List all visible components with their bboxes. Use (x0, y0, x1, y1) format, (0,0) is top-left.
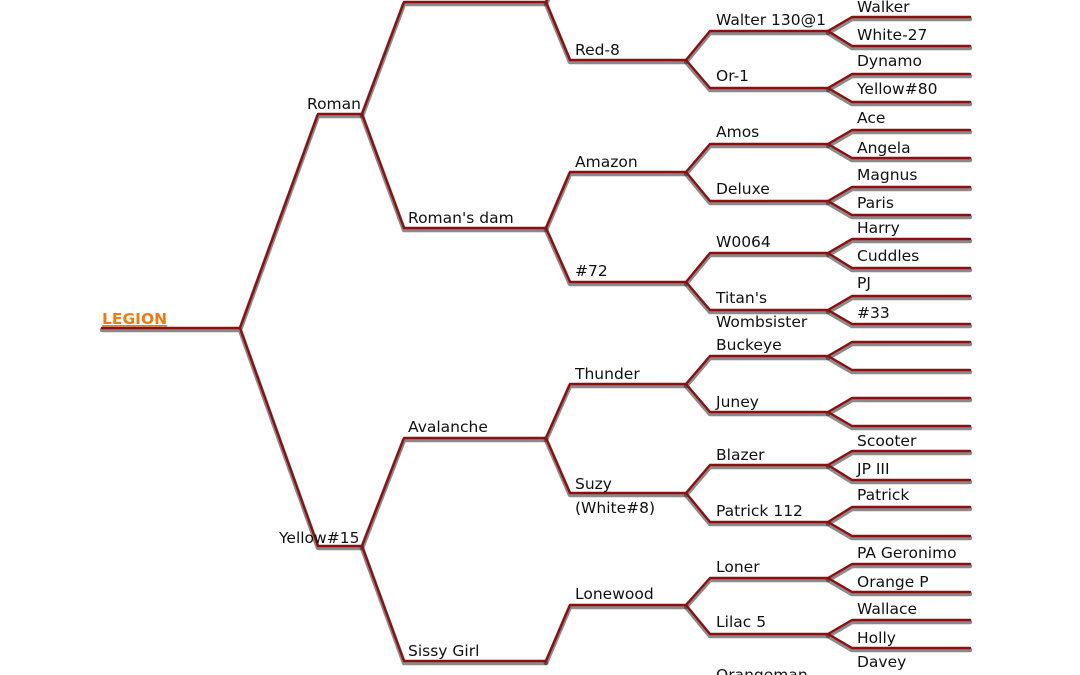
gen5-patrick[interactable]: Patrick (857, 486, 909, 504)
gen5-33[interactable]: #33 (857, 304, 890, 322)
connector-gen1 (359, 0, 549, 666)
gen5-angela[interactable]: Angela (857, 139, 911, 157)
connector-subject (99, 112, 365, 551)
dam-sire-dam-name-line1[interactable]: Suzy (575, 475, 612, 493)
sire-dam-name[interactable]: Roman's dam (408, 209, 514, 227)
connector-gen4 (825, 15, 973, 653)
dam-name[interactable]: Yellow#15 (278, 529, 359, 547)
gen5-pj[interactable]: PJ (857, 274, 871, 292)
sds-sire-name[interactable]: Amos (716, 123, 759, 141)
gen5-yellow80[interactable]: Yellow#80 (856, 80, 937, 98)
gen5-dynamo[interactable]: Dynamo (857, 52, 922, 70)
sdd-dam-name-line2[interactable]: Wombsister (716, 313, 808, 331)
gen5-holly[interactable]: Holly (857, 629, 896, 647)
dss-sire-name[interactable]: Buckeye (716, 336, 782, 354)
gen5-magnus[interactable]: Magnus (857, 166, 917, 184)
ssd-dam-name[interactable]: Or-1 (716, 67, 749, 85)
dam-sire-sire-name[interactable]: Thunder (574, 365, 640, 383)
pedigree-labels: LEGION Roman Yellow#15 Roman's dam Avala… (102, 0, 957, 675)
dsd-dam-name[interactable]: Patrick 112 (716, 502, 803, 520)
connector-gen2 (543, 0, 689, 666)
sds-dam-name[interactable]: Deluxe (716, 180, 770, 198)
dds-dam-name[interactable]: Lilac 5 (716, 613, 766, 631)
gen5-scooter[interactable]: Scooter (857, 432, 917, 450)
gen5-cuddles[interactable]: Cuddles (857, 247, 919, 265)
gen5-wallace[interactable]: Wallace (857, 600, 917, 618)
dsd-sire-name[interactable]: Blazer (716, 446, 765, 464)
sire-dam-sire-name[interactable]: Amazon (575, 153, 638, 171)
gen5-harry[interactable]: Harry (857, 219, 900, 237)
gen5-davey[interactable]: Davey (857, 653, 906, 671)
gen5-white-27[interactable]: White-27 (857, 26, 927, 44)
sire-name[interactable]: Roman (307, 95, 361, 113)
dam-sire-dam-name-line2[interactable]: (White#8) (575, 499, 655, 517)
gen5-jp-iii[interactable]: JP III (856, 460, 890, 478)
dam-dam-name[interactable]: Sissy Girl (408, 642, 479, 660)
connector-gen3 (683, 29, 831, 639)
gen5-orange-p[interactable]: Orange P (857, 573, 929, 591)
gen5-walker[interactable]: Walker (857, 0, 910, 16)
dds-sire-name[interactable]: Loner (716, 558, 760, 576)
dam-sire-name[interactable]: Avalanche (408, 418, 488, 436)
ddd-sire-name[interactable]: Orangeman (716, 666, 808, 675)
gen5-paris[interactable]: Paris (857, 194, 894, 212)
sdd-dam-name-line1[interactable]: Titan's (715, 289, 767, 307)
sire-sire-dam-name[interactable]: Red-8 (575, 41, 620, 59)
subject-name[interactable]: LEGION (102, 310, 167, 328)
gen5-pa-geronimo[interactable]: PA Geronimo (857, 544, 957, 562)
pedigree-connectors (99, 0, 973, 666)
sire-dam-dam-name[interactable]: #72 (575, 262, 608, 280)
ssd-sire-name[interactable]: Walter 130@1 (716, 11, 826, 29)
sdd-sire-name[interactable]: W0064 (716, 233, 771, 251)
dam-dam-sire-name[interactable]: Lonewood (575, 585, 654, 603)
dss-dam-name[interactable]: Juney (715, 393, 759, 411)
gen5-ace[interactable]: Ace (857, 109, 885, 127)
